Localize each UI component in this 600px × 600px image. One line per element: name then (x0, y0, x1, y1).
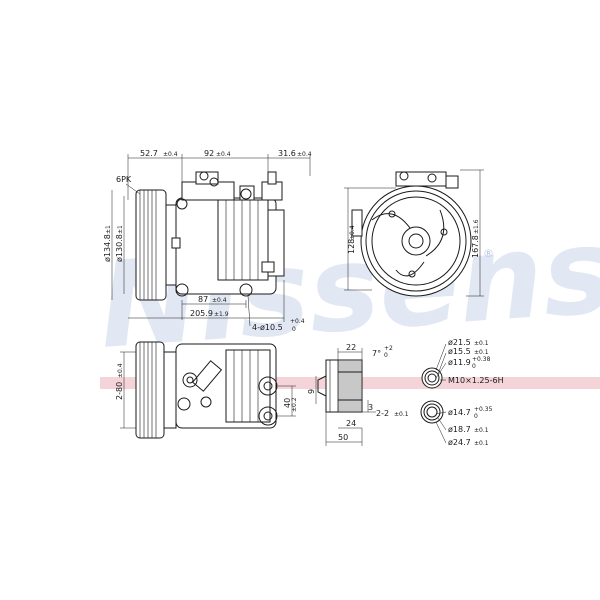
pulley-outer-diameter: ø134.8 (103, 234, 112, 262)
height-left-tol: ±0.4 (349, 225, 356, 240)
port-spacing: 40 (283, 398, 292, 408)
section-angle-tol-lower: 0 (384, 352, 388, 359)
mount-spacing: 2-80 (115, 382, 124, 400)
port-d6: ø24.7 (448, 438, 471, 447)
pulley-inner-tol: ±1 (117, 225, 124, 234)
mount-holes: 4-ø10.5 (252, 323, 283, 332)
dim-top-right: 31.6 (278, 149, 296, 158)
dim-bottom-long-tol: ±1.9 (214, 311, 229, 318)
port-d1: ø21.5 (448, 338, 471, 347)
port-thread: M10×1.25-6H (448, 376, 504, 385)
section-dim-left: 9 (307, 389, 316, 394)
height-right-tol: ±1.6 (473, 219, 480, 234)
port-d2-tol: ±0.1 (474, 349, 489, 356)
dim-bottom-short: 87 (198, 295, 208, 304)
dim-top-left-tol: ±0.4 (163, 151, 178, 158)
section-dim-inner: 24 (346, 419, 356, 428)
port-d5-tol: ±0.1 (474, 427, 489, 434)
compressor-body (171, 171, 285, 297)
port-d1-tol: ±0.1 (474, 340, 489, 347)
port-d4: ø14.7 (448, 408, 471, 417)
section-dim-top: 22 (346, 343, 356, 352)
dim-bottom-short-tol: ±0.4 (212, 297, 227, 304)
port-d5: ø18.7 (448, 425, 471, 434)
section-angle-tol-upper: +2 (384, 345, 393, 352)
dim-top-right-tol: ±0.4 (297, 151, 312, 158)
section-dim-small: 3 (368, 403, 373, 412)
section-dim-slot: 2-2 (376, 409, 389, 418)
pulley-inner-diameter: ø130.8 (115, 234, 124, 262)
port-d3-tol-lower: 0 (472, 363, 476, 370)
port-d6-tol: ±0.1 (474, 440, 489, 447)
dim-top-left: 52.7 (140, 149, 158, 158)
side-view: 128 ±0.4 167.8 ±1.6 (344, 169, 484, 297)
pulley (135, 189, 177, 301)
watermark-registered-mark: ® (483, 247, 494, 260)
section-dim-slot-tol: ±0.1 (394, 411, 409, 418)
dim-top-mid: 92 (204, 149, 214, 158)
port-d4-tol-upper: +0.35 (474, 406, 493, 413)
dim-bottom-long: 205.9 (190, 309, 213, 318)
section-view: 22 7° +2 0 9 3 2-2 ±0.1 24 50 (307, 343, 409, 446)
port-spacing-tol: ±0.2 (291, 397, 298, 412)
belt-label: 6PK (116, 175, 132, 184)
top-view: 52.7 ±0.4 92 ±0.4 31.6 ±0.4 6PK ø134.8 ±… (103, 149, 312, 333)
pulley-outer-tol: ±1 (105, 225, 112, 234)
section-dim-width: 50 (338, 433, 348, 442)
mount-holes-tol-upper: +0.4 (290, 318, 305, 325)
mount-spacing-tol: ±0.4 (117, 363, 124, 378)
port-detail: ø21.5 ±0.1 ø15.5 ±0.1 ø11.9 +0.38 0 M10×… (420, 338, 504, 447)
section-angle: 7° (372, 349, 381, 358)
port-d2: ø15.5 (448, 347, 471, 356)
port-d3-tol-upper: +0.38 (472, 356, 491, 363)
bottom-view: 2-80 ±0.4 40 ±0.2 (115, 341, 298, 439)
port-d4-tol-lower: 0 (474, 413, 478, 420)
port-d3: ø11.9 (448, 358, 471, 367)
dim-top-mid-tol: ±0.4 (216, 151, 231, 158)
mount-holes-tol-lower: 0 (292, 326, 296, 333)
height-right: 167.8 (471, 235, 480, 258)
height-left: 128 (347, 239, 356, 254)
